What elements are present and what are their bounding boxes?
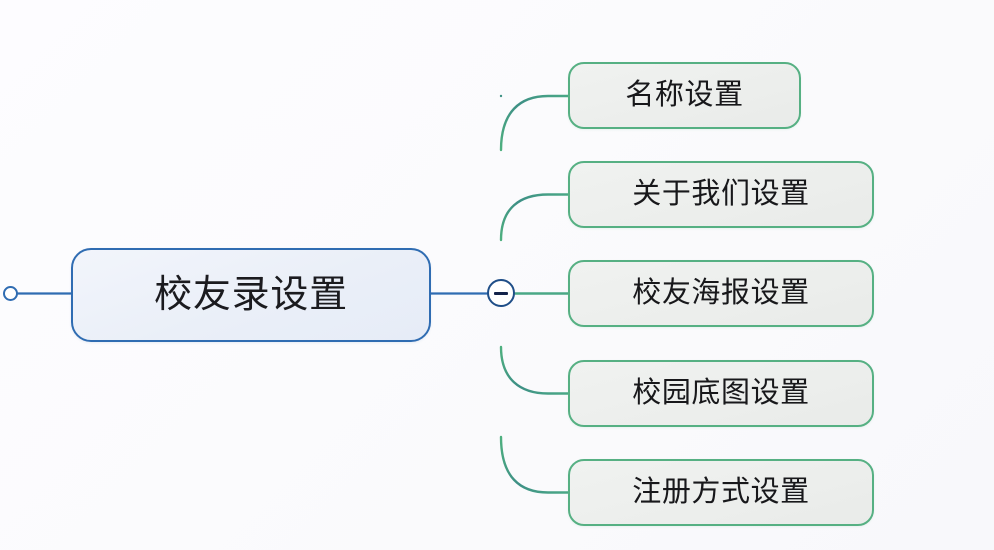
branch-line-3 (499, 345, 571, 395)
branch-line-1 (499, 193, 571, 242)
branch-line-4 (499, 435, 571, 494)
child-node-label: 校园底图设置 (632, 377, 810, 409)
root-node[interactable]: 校友录设置 (71, 248, 431, 342)
child-node-label: 校友海报设置 (632, 277, 810, 309)
origin-dot[interactable] (3, 286, 18, 301)
child-node-registration-method-settings[interactable]: 注册方式设置 (568, 459, 874, 526)
minus-icon (494, 291, 508, 295)
child-node-name-settings[interactable]: 名称设置 (568, 62, 801, 129)
child-node-about-us-settings[interactable]: 关于我们设置 (568, 161, 874, 228)
child-node-label: 名称设置 (625, 79, 744, 111)
child-node-label: 注册方式设置 (632, 476, 810, 508)
root-node-label: 校友录设置 (154, 274, 348, 316)
branch-line-0 (499, 94, 571, 152)
child-node-campus-basemap-settings[interactable]: 校园底图设置 (568, 360, 874, 427)
collapse-toggle-button[interactable] (487, 279, 515, 307)
child-node-alumni-poster-settings[interactable]: 校友海报设置 (568, 260, 874, 327)
child-node-label: 关于我们设置 (632, 178, 810, 210)
